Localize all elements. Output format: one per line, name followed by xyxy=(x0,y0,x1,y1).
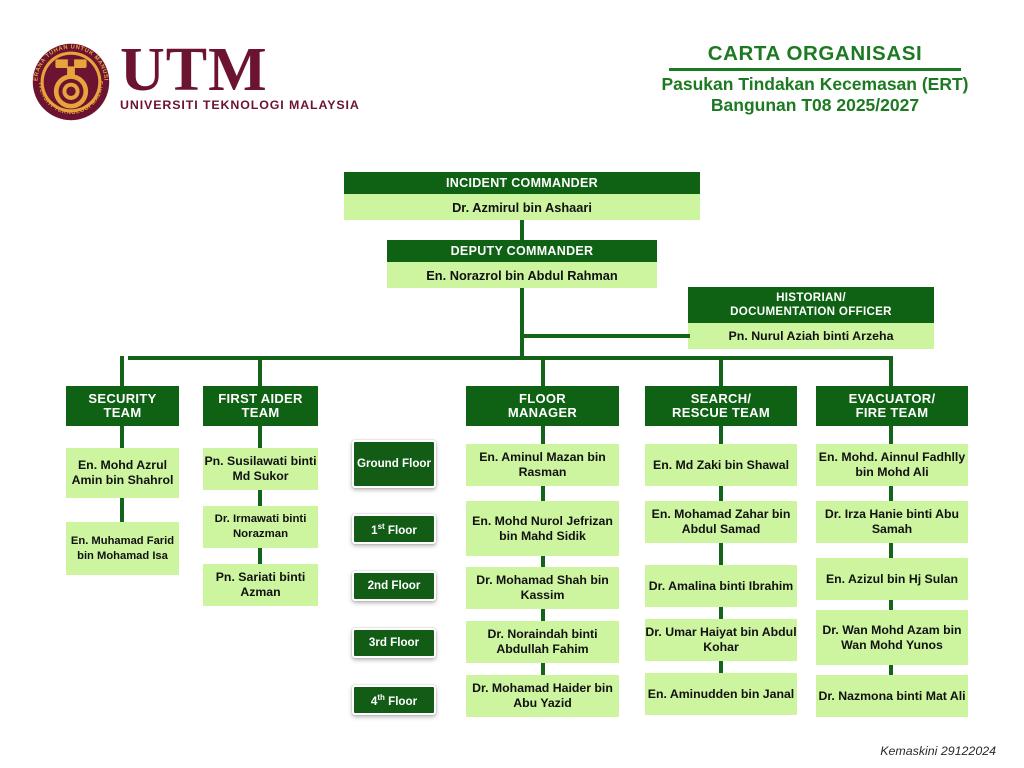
member-box: Dr. Nazmona binti Mat Ali xyxy=(816,675,968,717)
team-header-search-rescue: SEARCH/ RESCUE TEAM xyxy=(645,386,797,426)
node-historian-role-line2: DOCUMENTATION OFFICER xyxy=(730,305,892,318)
node-incident-commander-role: INCIDENT COMMANDER xyxy=(344,172,700,194)
member-box: Dr. Irza Hanie binti Abu Samah xyxy=(816,501,968,543)
utm-wordmark-subtitle: UNIVERSITI TEKNOLOGI MALAYSIA xyxy=(120,98,360,112)
connector-floor-manager-3 xyxy=(541,609,545,621)
team-header-evacuator-fire-line2: FIRE TEAM xyxy=(855,405,929,420)
connector-evacuator-1 xyxy=(889,486,893,501)
utm-wordmark-letters: UTM xyxy=(120,36,268,104)
connector-evacuator-2 xyxy=(889,543,893,558)
connector-floor-manager-1 xyxy=(541,486,545,501)
member-box: En. Mohd. Ainnul Fadhlly bin Mohd Ali xyxy=(816,444,968,486)
connector-evacuator-0 xyxy=(889,426,893,444)
connector-dc-spine xyxy=(520,288,524,360)
connector-dc-to-historian xyxy=(520,334,690,338)
floor-button-4th-label: 4th Floor xyxy=(370,693,418,708)
node-historian-role-line1: HISTORIAN/ xyxy=(776,291,846,304)
connector-floor-manager-4 xyxy=(541,663,545,675)
connector-evacuator-3 xyxy=(889,600,893,610)
member-box: Dr. Wan Mohd Azam bin Wan Mohd Yunos xyxy=(816,610,968,665)
team-header-security-line2: TEAM xyxy=(103,405,142,420)
member-box: Dr. Noraindah binti Abdullah Fahim xyxy=(466,621,619,663)
member-box: En. Md Zaki bin Shawal xyxy=(645,444,797,486)
member-box: En. Mohamad Zahar bin Abdul Samad xyxy=(645,501,797,543)
team-header-security-line1: SECURITY xyxy=(88,391,157,406)
connector-drop-floor-manager xyxy=(541,356,545,388)
floor-button-2nd-label: 2nd Floor xyxy=(367,579,421,592)
floor-button-1st-label: 1st Floor xyxy=(371,522,417,537)
connector-search-rescue-3 xyxy=(719,607,723,619)
connector-first-aider-1 xyxy=(258,490,262,506)
floor-button-1st[interactable]: 1st Floor xyxy=(352,514,436,544)
team-header-first-aider-line1: FIRST AIDER xyxy=(218,391,303,406)
utm-wordmark: UTM UNIVERSITI TEKNOLOGI MALAYSIA xyxy=(120,36,360,126)
member-box: En. Aminul Mazan bin Rasman xyxy=(466,444,619,486)
team-header-first-aider: FIRST AIDER TEAM xyxy=(203,386,318,426)
page-subtitle-line1: Pasukan Tindakan Kecemasan (ERT) xyxy=(661,74,969,94)
node-historian-name: Pn. Nurul Aziah binti Arzeha xyxy=(688,323,934,349)
connector-evacuator-4 xyxy=(889,665,893,675)
member-box: En. Aminudden bin Janal xyxy=(645,673,797,715)
connector-first-aider-2 xyxy=(258,548,262,564)
member-box: Dr. Amalina binti Ibrahim xyxy=(645,565,797,607)
member-box: En. Mohd Azrul Amin bin Shahrol xyxy=(66,448,179,498)
node-incident-commander-name: Dr. Azmirul bin Ashaari xyxy=(344,194,700,220)
team-header-search-rescue-line1: SEARCH/ xyxy=(690,391,752,406)
member-box: Dr. Mohamad Shah bin Kassim xyxy=(466,567,619,609)
team-header-evacuator-fire-line1: EVACUATOR/ xyxy=(848,391,936,406)
page-title-block: CARTA ORGANISASI Pasukan Tindakan Kecema… xyxy=(620,42,1010,116)
connector-floor-manager-2 xyxy=(541,556,545,567)
connector-search-rescue-0 xyxy=(719,426,723,444)
team-header-first-aider-line2: TEAM xyxy=(241,405,280,420)
connector-search-rescue-1 xyxy=(719,486,723,501)
member-box: Dr. Umar Haiyat bin Abdul Kohar xyxy=(645,619,797,661)
floor-button-ground-label: Ground Floor xyxy=(356,457,432,470)
connector-search-rescue-4 xyxy=(719,661,723,673)
connector-drop-search-rescue xyxy=(719,356,723,388)
member-box: Dr. Irmawati binti Norazman xyxy=(203,506,318,548)
page-title: CARTA ORGANISASI xyxy=(707,42,923,65)
utm-seal-icon: KERANA TUHAN UNTUK MANUSIA UNIVERSITI TE… xyxy=(32,43,110,121)
member-box: Dr. Mohamad Haider bin Abu Yazid xyxy=(466,675,619,717)
floor-button-3rd[interactable]: 3rd Floor xyxy=(352,628,436,658)
connector-drop-security xyxy=(120,356,124,388)
node-historian-role: HISTORIAN/ DOCUMENTATION OFFICER xyxy=(688,287,934,323)
floor-button-3rd-label: 3rd Floor xyxy=(368,636,420,649)
team-header-floor-manager-line2: MANAGER xyxy=(507,405,578,420)
connector-search-rescue-2 xyxy=(719,543,723,565)
floor-button-ground[interactable]: Ground Floor xyxy=(352,440,436,488)
utm-logo: KERANA TUHAN UNTUK MANUSIA UNIVERSITI TE… xyxy=(28,36,360,130)
team-header-floor-manager-line1: FLOOR xyxy=(518,391,566,406)
connector-first-aider-0 xyxy=(258,426,262,448)
footer-last-updated: Kemaskini 29122024 xyxy=(880,744,996,758)
page-subtitle-line2: Bangunan T08 2025/2027 xyxy=(710,95,920,115)
member-box: Pn. Sariati binti Azman xyxy=(203,564,318,606)
member-box: Pn. Susilawati binti Md Sukor xyxy=(203,448,318,490)
team-header-evacuator-fire: EVACUATOR/ FIRE TEAM xyxy=(816,386,968,426)
floor-button-4th[interactable]: 4th Floor xyxy=(352,685,436,715)
team-header-search-rescue-line2: RESCUE TEAM xyxy=(672,405,770,420)
connector-ic-to-dc xyxy=(520,220,524,240)
member-box: En. Azizul bin Hj Sulan xyxy=(816,558,968,600)
connector-security-0 xyxy=(120,426,124,448)
connector-security-1 xyxy=(120,498,124,522)
connector-drop-first-aider xyxy=(258,356,262,388)
connector-team-bus xyxy=(128,356,893,360)
team-header-floor-manager: FLOOR MANAGER xyxy=(466,386,619,426)
member-box: En. Muhamad Farid bin Mohamad Isa xyxy=(66,522,179,575)
connector-floor-manager-0 xyxy=(541,426,545,444)
floor-button-2nd[interactable]: 2nd Floor xyxy=(352,571,436,601)
team-header-security: SECURITY TEAM xyxy=(66,386,179,426)
node-deputy-commander-role: DEPUTY COMMANDER xyxy=(387,240,657,262)
node-deputy-commander-name: En. Norazrol bin Abdul Rahman xyxy=(387,262,657,288)
member-box: En. Mohd Nurol Jefrizan bin Mahd Sidik xyxy=(466,501,619,556)
title-divider xyxy=(669,68,961,71)
connector-drop-evacuator xyxy=(889,356,893,388)
